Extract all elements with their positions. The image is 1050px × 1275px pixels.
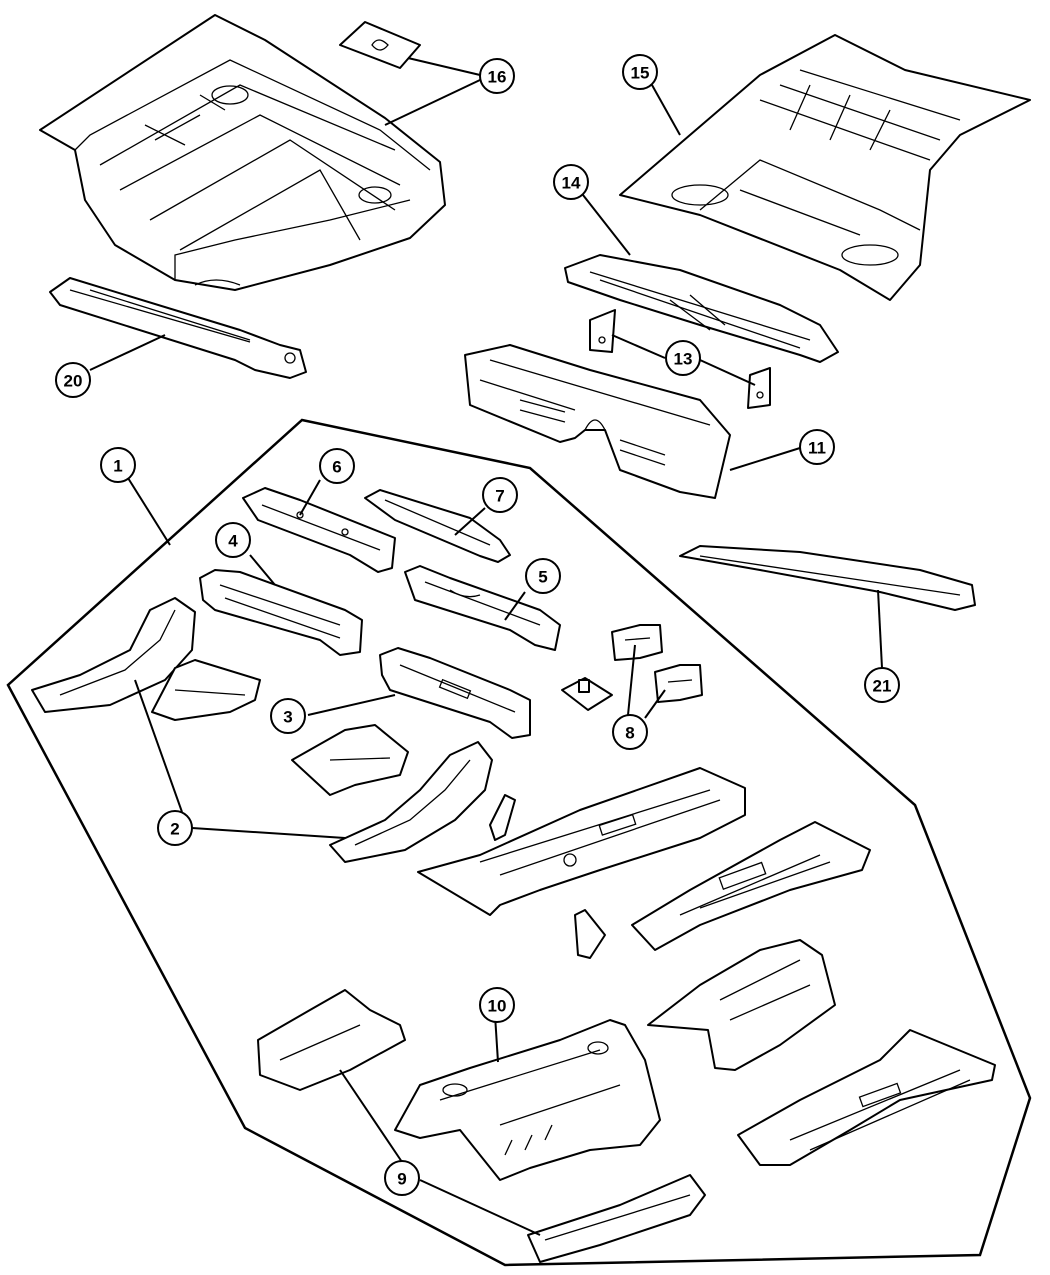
part-8-bracket-a — [611, 624, 663, 661]
part-2-bracket — [151, 659, 261, 721]
leader-20 — [89, 334, 166, 371]
part-2-panel-lower — [329, 741, 493, 863]
callout-7: 7 — [482, 477, 518, 513]
leader-9a — [339, 1069, 403, 1163]
leader-15 — [651, 84, 681, 136]
small-bracket-upper — [489, 794, 516, 841]
leader-lines — [89, 57, 883, 1236]
leader-13b — [699, 359, 756, 386]
leader-16b — [384, 79, 481, 126]
right-rear-support — [647, 939, 836, 1071]
leader-3 — [307, 694, 396, 716]
callout-21-label: 21 — [873, 677, 892, 696]
leader-21 — [877, 589, 883, 669]
part-20-crossmember — [49, 277, 307, 379]
leader-4 — [249, 554, 276, 586]
part-9-reinforcement-upper — [257, 989, 406, 1091]
leader-9b — [419, 1179, 541, 1236]
callout-1: 1 — [100, 447, 136, 483]
leader-8a — [627, 644, 636, 716]
callout-6-label: 6 — [332, 458, 341, 477]
assembly-boundary — [6, 418, 1032, 1267]
callout-16-label: 16 — [488, 68, 507, 87]
callout-14-label: 14 — [562, 174, 581, 193]
leader-5 — [504, 591, 526, 621]
callout-5-label: 5 — [538, 568, 547, 587]
leader-6 — [299, 479, 321, 516]
part-9-reinforcement-lower — [527, 1174, 706, 1263]
part-14-rear-crossmember — [564, 254, 839, 363]
callout-7-label: 7 — [495, 487, 504, 506]
part-13-bracket-b — [747, 367, 771, 409]
callout-10-label: 10 — [488, 997, 507, 1016]
callout-14: 14 — [553, 164, 589, 200]
callout-16: 16 — [479, 58, 515, 94]
callout-9-label: 9 — [397, 1170, 406, 1189]
callout-20: 20 — [55, 362, 91, 398]
part-11-tunnel-crossmember — [464, 344, 731, 499]
part-13-bracket-a — [589, 309, 616, 353]
callout-13: 13 — [665, 340, 701, 376]
part-5-crossmember — [404, 565, 561, 651]
callout-21: 21 — [864, 667, 900, 703]
callout-13-label: 13 — [674, 350, 693, 369]
leader-14 — [582, 194, 631, 256]
callout-9: 9 — [384, 1160, 420, 1196]
callout-4-label: 4 — [228, 532, 238, 551]
part-15-rear-floor-pan — [619, 34, 1031, 301]
callout-4: 4 — [215, 522, 251, 558]
part-2-gusset — [291, 724, 409, 796]
part-16-bracket — [339, 21, 421, 69]
part-8-plate — [561, 677, 613, 711]
leader-2a — [134, 679, 183, 813]
callout-3: 3 — [270, 698, 306, 734]
part-4-crossmember — [199, 569, 363, 656]
part-21-sill-rail — [679, 545, 976, 611]
callout-15: 15 — [622, 54, 658, 90]
center-tunnel-panel — [417, 767, 746, 916]
leader-2b — [191, 827, 346, 839]
part-7-brace — [364, 489, 511, 563]
callout-11-label: 11 — [808, 439, 826, 458]
callout-2-label: 2 — [170, 820, 179, 839]
callout-20-label: 20 — [64, 372, 83, 391]
part-6-bracket — [242, 487, 396, 573]
callout-3-label: 3 — [283, 708, 292, 727]
leader-13a — [611, 334, 666, 359]
part-10-rear-rail — [394, 1019, 661, 1181]
right-lower-floor — [737, 1029, 996, 1166]
callout-2: 2 — [157, 810, 193, 846]
callout-8: 8 — [612, 714, 648, 750]
leader-16a — [407, 57, 481, 76]
leader-11 — [729, 447, 801, 471]
leader-8b — [644, 689, 666, 719]
callout-10: 10 — [479, 987, 515, 1023]
callout-5: 5 — [525, 558, 561, 594]
part-3-crossmember — [379, 647, 531, 739]
callout-8-label: 8 — [625, 724, 634, 743]
leader-1 — [127, 477, 171, 546]
part-8-bracket-b — [654, 664, 703, 703]
callout-1-label: 1 — [113, 457, 122, 476]
leader-7 — [454, 507, 486, 536]
part-2-panel-upper — [31, 597, 196, 713]
right-floor-panel — [631, 821, 871, 951]
callout-6: 6 — [319, 448, 355, 484]
callout-11: 11 — [799, 429, 835, 465]
part-16-floor-pan — [39, 14, 446, 291]
small-bracket-lower — [574, 909, 606, 959]
callout-15-label: 15 — [631, 64, 650, 83]
